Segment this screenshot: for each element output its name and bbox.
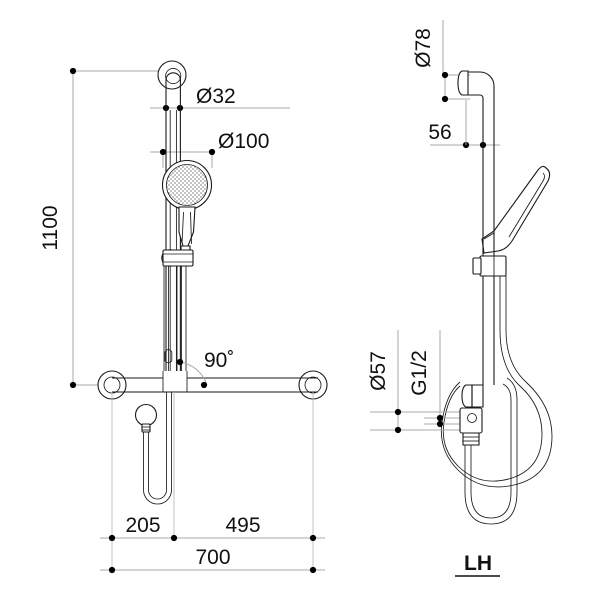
dimension-700: 700: [100, 546, 325, 574]
side-rail-outer: [468, 71, 495, 385]
side-wall-inlet: [459, 384, 484, 446]
dimension-d78: Ø78: [412, 20, 470, 103]
dim-terminator: [159, 148, 167, 156]
dimension-g12: G1/2: [408, 330, 462, 428]
dim-label-56: 56: [428, 121, 451, 144]
view-label-text: LH: [464, 552, 492, 575]
dim-terminator: [309, 566, 317, 574]
side-elevation-view: Ø78 56: [367, 20, 553, 577]
dim-terminator: [441, 71, 449, 79]
side-inlet-stub: [471, 384, 484, 408]
dim-terminator: [176, 358, 184, 366]
side-handset-grip-line: [483, 232, 495, 240]
hook-handset-head: [134, 403, 158, 427]
angle-arc: [179, 361, 208, 386]
angle-annotation-90: 90˚: [176, 349, 234, 389]
shower-head-spray-face: [166, 164, 208, 206]
horizontal-grab-bar: [97, 370, 328, 400]
hose-loop-outer: [143, 392, 172, 505]
dim-terminator: [208, 148, 216, 156]
side-inlet-neck: [462, 432, 480, 446]
side-hose-upper: [440, 276, 553, 488]
dim-label-d78: Ø78: [412, 28, 435, 68]
lower-fitting-body: [164, 349, 173, 364]
view-label-lh: LH: [455, 552, 500, 577]
slider-bracket: [161, 249, 194, 267]
side-slider-clamp: [472, 257, 482, 275]
shower-head-front: [161, 159, 213, 263]
dim-label-d32: Ø32: [196, 85, 236, 108]
dim-label-d57: Ø57: [367, 351, 390, 391]
shower-head-neck: [178, 206, 196, 247]
front-elevation-view: 1100 Ø32 Ø100: [39, 60, 328, 574]
dim-terminator: [69, 381, 77, 389]
rail-bottom-fitting: [164, 349, 173, 364]
dim-label-205: 205: [125, 514, 160, 537]
dim-label-d100: Ø100: [218, 130, 269, 153]
dimension-d100: Ø100: [150, 130, 269, 168]
grab-bar-tube: [111, 377, 319, 393]
side-hose-outer: [442, 276, 543, 482]
dim-label-90deg: 90˚: [204, 349, 234, 372]
side-hose-lower-outer: [464, 377, 518, 525]
dim-label-495: 495: [225, 514, 260, 537]
dim-terminator: [394, 426, 402, 434]
side-inlet-port: [467, 413, 477, 423]
dim-terminator: [170, 534, 178, 542]
dimension-56: 56: [428, 100, 500, 149]
side-rail-top: [457, 70, 495, 385]
dimension-d57: Ø57: [367, 330, 462, 434]
dim-terminator: [69, 67, 77, 75]
dim-terminator: [436, 414, 444, 422]
dim-terminator: [309, 534, 317, 542]
side-hose-lower: [464, 377, 518, 525]
side-inlet-body: [459, 407, 483, 434]
side-slider-body: [479, 255, 507, 277]
handset-on-hook: [134, 392, 172, 505]
dim-terminator: [436, 420, 444, 428]
side-wall-plate: [457, 70, 469, 96]
side-slider-bracket: [472, 255, 507, 277]
dim-terminator: [108, 534, 116, 542]
side-handset-edge: [508, 172, 545, 238]
hose-vertical: [163, 266, 187, 382]
side-handset-body: [481, 165, 551, 254]
dim-label-700: 700: [195, 546, 230, 569]
side-inlet-plate: [461, 384, 473, 408]
side-handset: [481, 165, 551, 254]
dim-terminator: [200, 381, 208, 389]
dimension-1100: 1100: [39, 67, 178, 389]
vertical-rail: [157, 60, 187, 380]
side-hose-inner: [440, 276, 553, 488]
hook-handset-collar: [141, 423, 151, 433]
slider-body: [162, 249, 194, 267]
dimension-d32: Ø32: [150, 85, 290, 112]
side-hose-lower-inner: [470, 383, 512, 519]
dim-terminator: [108, 566, 116, 574]
dim-terminator: [394, 408, 402, 416]
dim-label-1100: 1100: [39, 205, 62, 250]
hose-loop-inner: [148, 392, 167, 500]
riser-rail-lines: [169, 110, 177, 380]
dim-label-g12: G1/2: [408, 350, 431, 396]
dimension-205-495: 205 495: [100, 514, 325, 542]
side-rail-inner: [468, 94, 484, 385]
rail-top-flange: [157, 60, 187, 90]
rail-top-cap: [165, 67, 182, 85]
dim-terminator: [441, 95, 449, 103]
